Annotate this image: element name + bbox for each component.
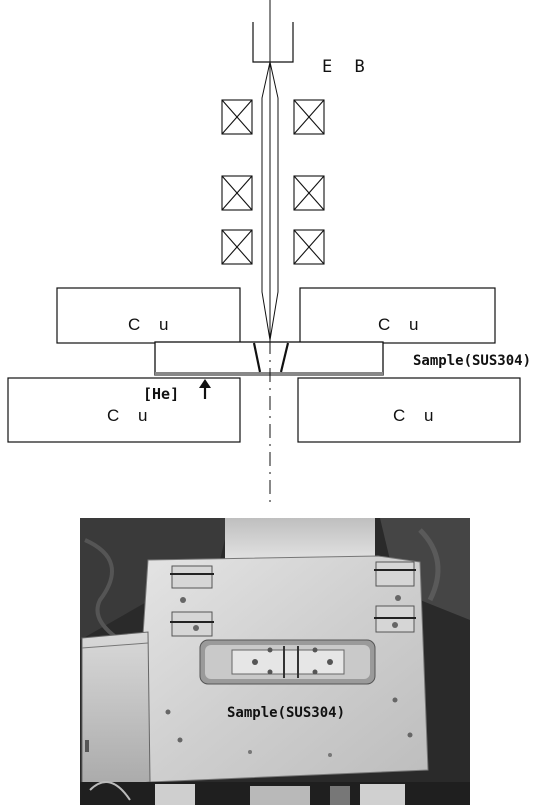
cu-label-bottom-left: C u: [107, 406, 154, 425]
cu-block-bottom-left: [7, 377, 241, 443]
coil-left-3: [221, 229, 253, 265]
photo-sample-label: Sample(SUS304): [227, 705, 345, 721]
cu-block-bottom-right: [297, 377, 521, 443]
coil-right-2: [293, 175, 325, 211]
weld-groove: [252, 342, 290, 373]
cu-block-top-right: [299, 287, 496, 344]
sample-base-strip: [155, 372, 383, 376]
sample-plate: [154, 341, 384, 376]
electron-gun: [252, 22, 294, 63]
coil-left-2: [221, 175, 253, 211]
fixture-photo: [80, 518, 470, 805]
coil-left-1: [221, 99, 253, 135]
cu-label-top-left: C u: [128, 315, 175, 334]
sample-label: Sample(SUS304): [413, 353, 531, 369]
coil-right-1: [293, 99, 325, 135]
cu-label-top-right: C u: [378, 315, 425, 334]
coil-right-3: [293, 229, 325, 265]
up-arrow-icon: [199, 379, 211, 399]
electron-beam: [261, 0, 279, 341]
gas-label: [He]: [143, 385, 179, 403]
beam-label: E B: [322, 57, 371, 77]
cu-block-top-left: [56, 287, 241, 344]
cu-label-bottom-right: C u: [393, 406, 440, 425]
